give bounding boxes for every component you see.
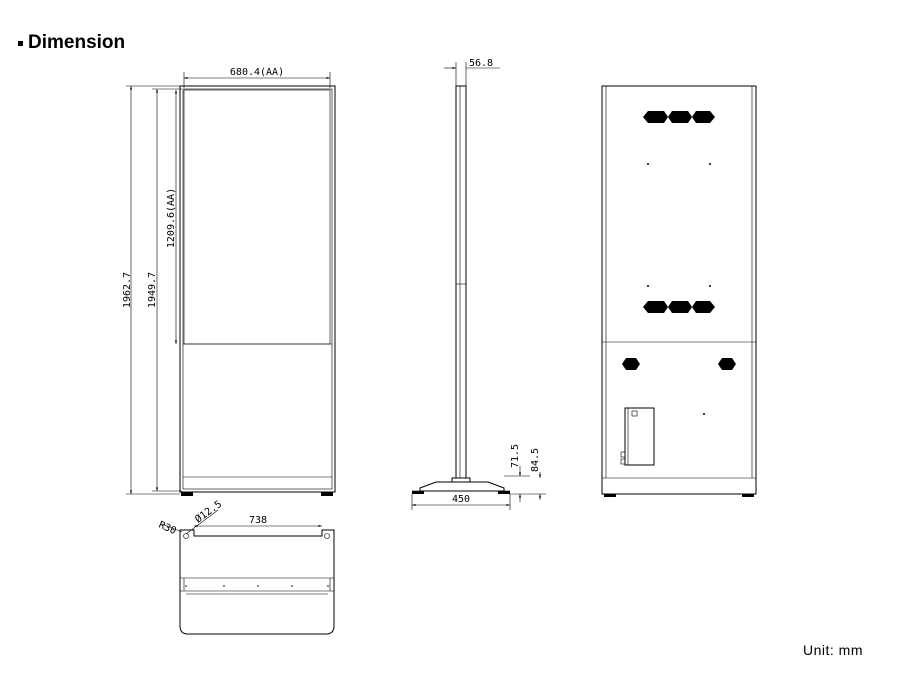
front-foot-left <box>181 492 193 496</box>
dim-label-hole-diameter: Ø12.5 <box>193 498 224 525</box>
rear-vent-right <box>718 358 736 370</box>
dim-label-corner-radius: R30 <box>157 520 178 537</box>
dim-label-aa-height: 1209.6(AA) <box>166 188 177 248</box>
front-view: 680.4(AA) 1962.7 1949.7 1209.6(AA) <box>122 67 336 496</box>
front-screen-area <box>183 89 331 345</box>
side-base <box>419 481 505 492</box>
side-panel <box>455 85 467 479</box>
rear-view <box>601 85 757 497</box>
rear-mid-vents <box>643 301 715 313</box>
front-foot-right <box>321 492 333 496</box>
dim-label-inner-height: 1949.7 <box>147 272 158 308</box>
section-title-text: Dimension <box>28 32 126 53</box>
rear-vent-left <box>622 358 640 370</box>
rear-outer-frame <box>601 85 757 495</box>
rear-top-vents <box>643 111 715 123</box>
rear-mount-points <box>647 163 711 415</box>
bullet-icon <box>18 40 23 46</box>
rear-foot-right <box>742 494 754 497</box>
base-top-view: 738 R30 Ø12.5 <box>157 498 335 635</box>
front-outer-frame <box>179 85 336 493</box>
side-foot-left <box>412 491 424 494</box>
dim-label-base-depth: 450 <box>452 494 470 505</box>
dim-label-foot-a: 71.5 <box>510 444 521 468</box>
side-neck <box>451 477 471 483</box>
dim-label-total-height: 1962.7 <box>122 272 133 308</box>
front-inner-frame <box>182 88 333 490</box>
side-foot-right <box>498 491 510 494</box>
side-view: 56.8 71.5 84.5 450 <box>411 58 546 510</box>
rear-io-port <box>631 410 638 417</box>
base-outline <box>179 529 335 635</box>
base-hole-right <box>324 533 330 539</box>
dim-label-foot-b: 84.5 <box>530 448 541 472</box>
section-title: Dimension <box>18 32 125 54</box>
rear-io-panel <box>624 407 655 466</box>
unit-label: Unit: mm <box>803 642 863 658</box>
dim-label-base-width: 738 <box>249 515 267 526</box>
dim-label-depth: 56.8 <box>469 58 493 69</box>
rear-foot-left <box>604 494 616 497</box>
dim-label-aa-width: 680.4(AA) <box>230 67 284 78</box>
base-hole-left <box>183 533 189 539</box>
